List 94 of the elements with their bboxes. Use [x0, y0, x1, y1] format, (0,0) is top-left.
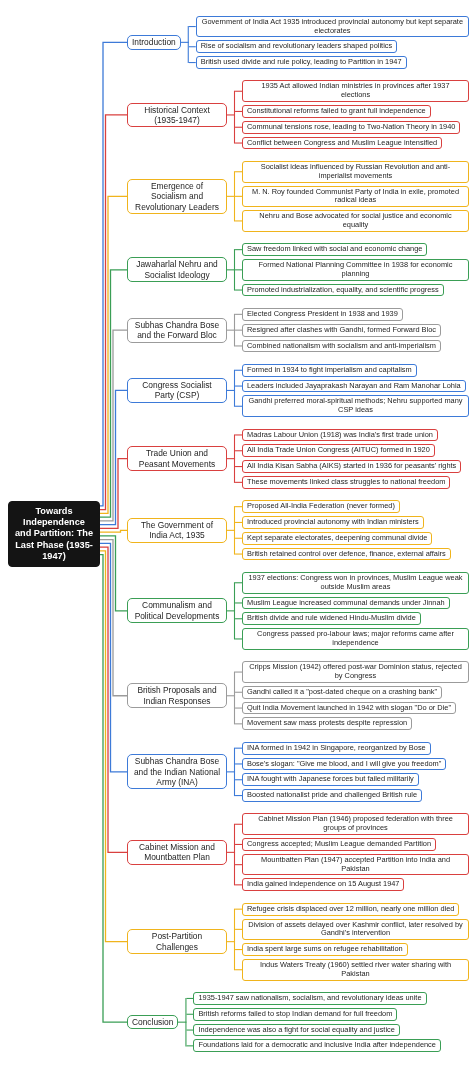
connector-line: [234, 671, 243, 673]
connector-line: [177, 997, 187, 1047]
connector-line: [234, 521, 243, 523]
connector-line: [234, 707, 243, 709]
branch-topic-box: Communalism and Political Developments: [127, 598, 227, 624]
connector-line: [234, 582, 243, 584]
connector-line: [234, 405, 243, 407]
branch-topic-box: Jawaharlal Nehru and Socialist Ideology: [127, 257, 227, 283]
connector-line: [99, 535, 128, 612]
connector-line: [234, 110, 243, 112]
connector-line: [234, 723, 243, 725]
connector-line: [234, 553, 243, 555]
connector-line: [234, 795, 243, 797]
connector-line: [226, 506, 236, 555]
connector-line: [99, 41, 128, 507]
connector-line: [234, 269, 243, 271]
connector-line: [180, 26, 189, 64]
connector-line: [99, 195, 128, 514]
connector-line: [234, 779, 243, 781]
connector-line: [99, 553, 128, 1023]
connector-line: [188, 46, 197, 48]
connector-line: [234, 90, 243, 92]
connector-line: [234, 602, 243, 604]
connector-line: [185, 997, 194, 999]
connector-line: [234, 171, 243, 173]
branch-topic-box: Emergence of Socialism and Revolutionary Leaders: [127, 178, 227, 214]
connector-line: [234, 369, 243, 371]
connector-line: [234, 843, 243, 845]
branch-topic-box: Congress Socialist Party (CSP): [127, 378, 227, 403]
branch-topic-box: Trade Union and Peasant Movements: [127, 446, 227, 472]
connector-line: [234, 638, 243, 640]
connector-line: [234, 618, 243, 620]
branch-topic-box: Post-Partition Challenges: [127, 929, 227, 955]
connector-line: [226, 249, 236, 291]
connector-line: [234, 329, 243, 331]
branch-topic-box: Historical Context (1935-1947): [127, 102, 227, 128]
connector-line: [234, 434, 243, 436]
connector-line: [234, 884, 243, 886]
branch-topic-box: Subhas Chandra Bose and the Indian National Army (INA): [127, 754, 227, 790]
connector-line: [234, 481, 243, 483]
connector-line: [234, 908, 243, 910]
connector-line: [99, 542, 128, 773]
connector-line: [226, 313, 236, 347]
connector-line: [234, 949, 243, 951]
connector-line: [234, 450, 243, 452]
connector-line: [226, 171, 236, 222]
branch-topic-box: Introduction: [127, 35, 181, 50]
connector-line: [226, 671, 236, 725]
connector-line: [234, 385, 243, 387]
connector-line: [226, 582, 236, 640]
connector-line: [99, 529, 128, 533]
connector-line: [234, 823, 243, 825]
connector-line: [188, 62, 197, 64]
connector-line: [234, 249, 243, 251]
connector-line: [99, 329, 128, 522]
connector-line: [226, 823, 236, 886]
connector-line: [234, 763, 243, 765]
connector-line: [99, 114, 128, 511]
connector-line: [234, 747, 243, 749]
connector-line: [234, 220, 243, 222]
connector-line: [226, 90, 236, 144]
connector-line: [185, 1045, 194, 1047]
branch-topic-box: Subhas Chandra Bose and the Forward Bloc: [127, 317, 227, 343]
connector-line: [99, 269, 128, 518]
connector-line: [234, 864, 243, 866]
connector-line: [99, 458, 128, 529]
connector-line: [99, 550, 128, 943]
branch-topic-box: Cabinet Mission and Mountbatten Plan: [127, 839, 227, 865]
connector-line: [226, 434, 236, 483]
connector-line: [188, 26, 197, 28]
connector-line: [234, 142, 243, 144]
connector-line: [234, 313, 243, 315]
connector-line: [234, 537, 243, 539]
connector-line: [99, 389, 128, 526]
connector-line: [185, 1029, 194, 1031]
connector-line: [234, 289, 243, 291]
connector-line: [99, 546, 128, 853]
connector-line: [226, 908, 236, 971]
branch-topic-box: British Proposals and Indian Responses: [127, 683, 227, 709]
branch-topic-box: Conclusion: [127, 1014, 179, 1030]
connector-line: [234, 969, 243, 971]
central-topic-box: Towards Independence and Partition: The Last Phase (1935-1947): [8, 501, 100, 567]
connector-line: [226, 747, 236, 797]
connector-line: [226, 369, 236, 407]
branch-topic-box: The Government of India Act, 1935: [127, 517, 227, 543]
connector-line: [234, 691, 243, 693]
connector-line: [234, 195, 243, 197]
connector-line: [99, 538, 128, 697]
connector-line: [234, 928, 243, 930]
connector-line: [234, 506, 243, 508]
connector-line: [234, 345, 243, 347]
connector-line: [234, 126, 243, 128]
connector-line: [234, 466, 243, 468]
connector-line: [185, 1013, 194, 1015]
